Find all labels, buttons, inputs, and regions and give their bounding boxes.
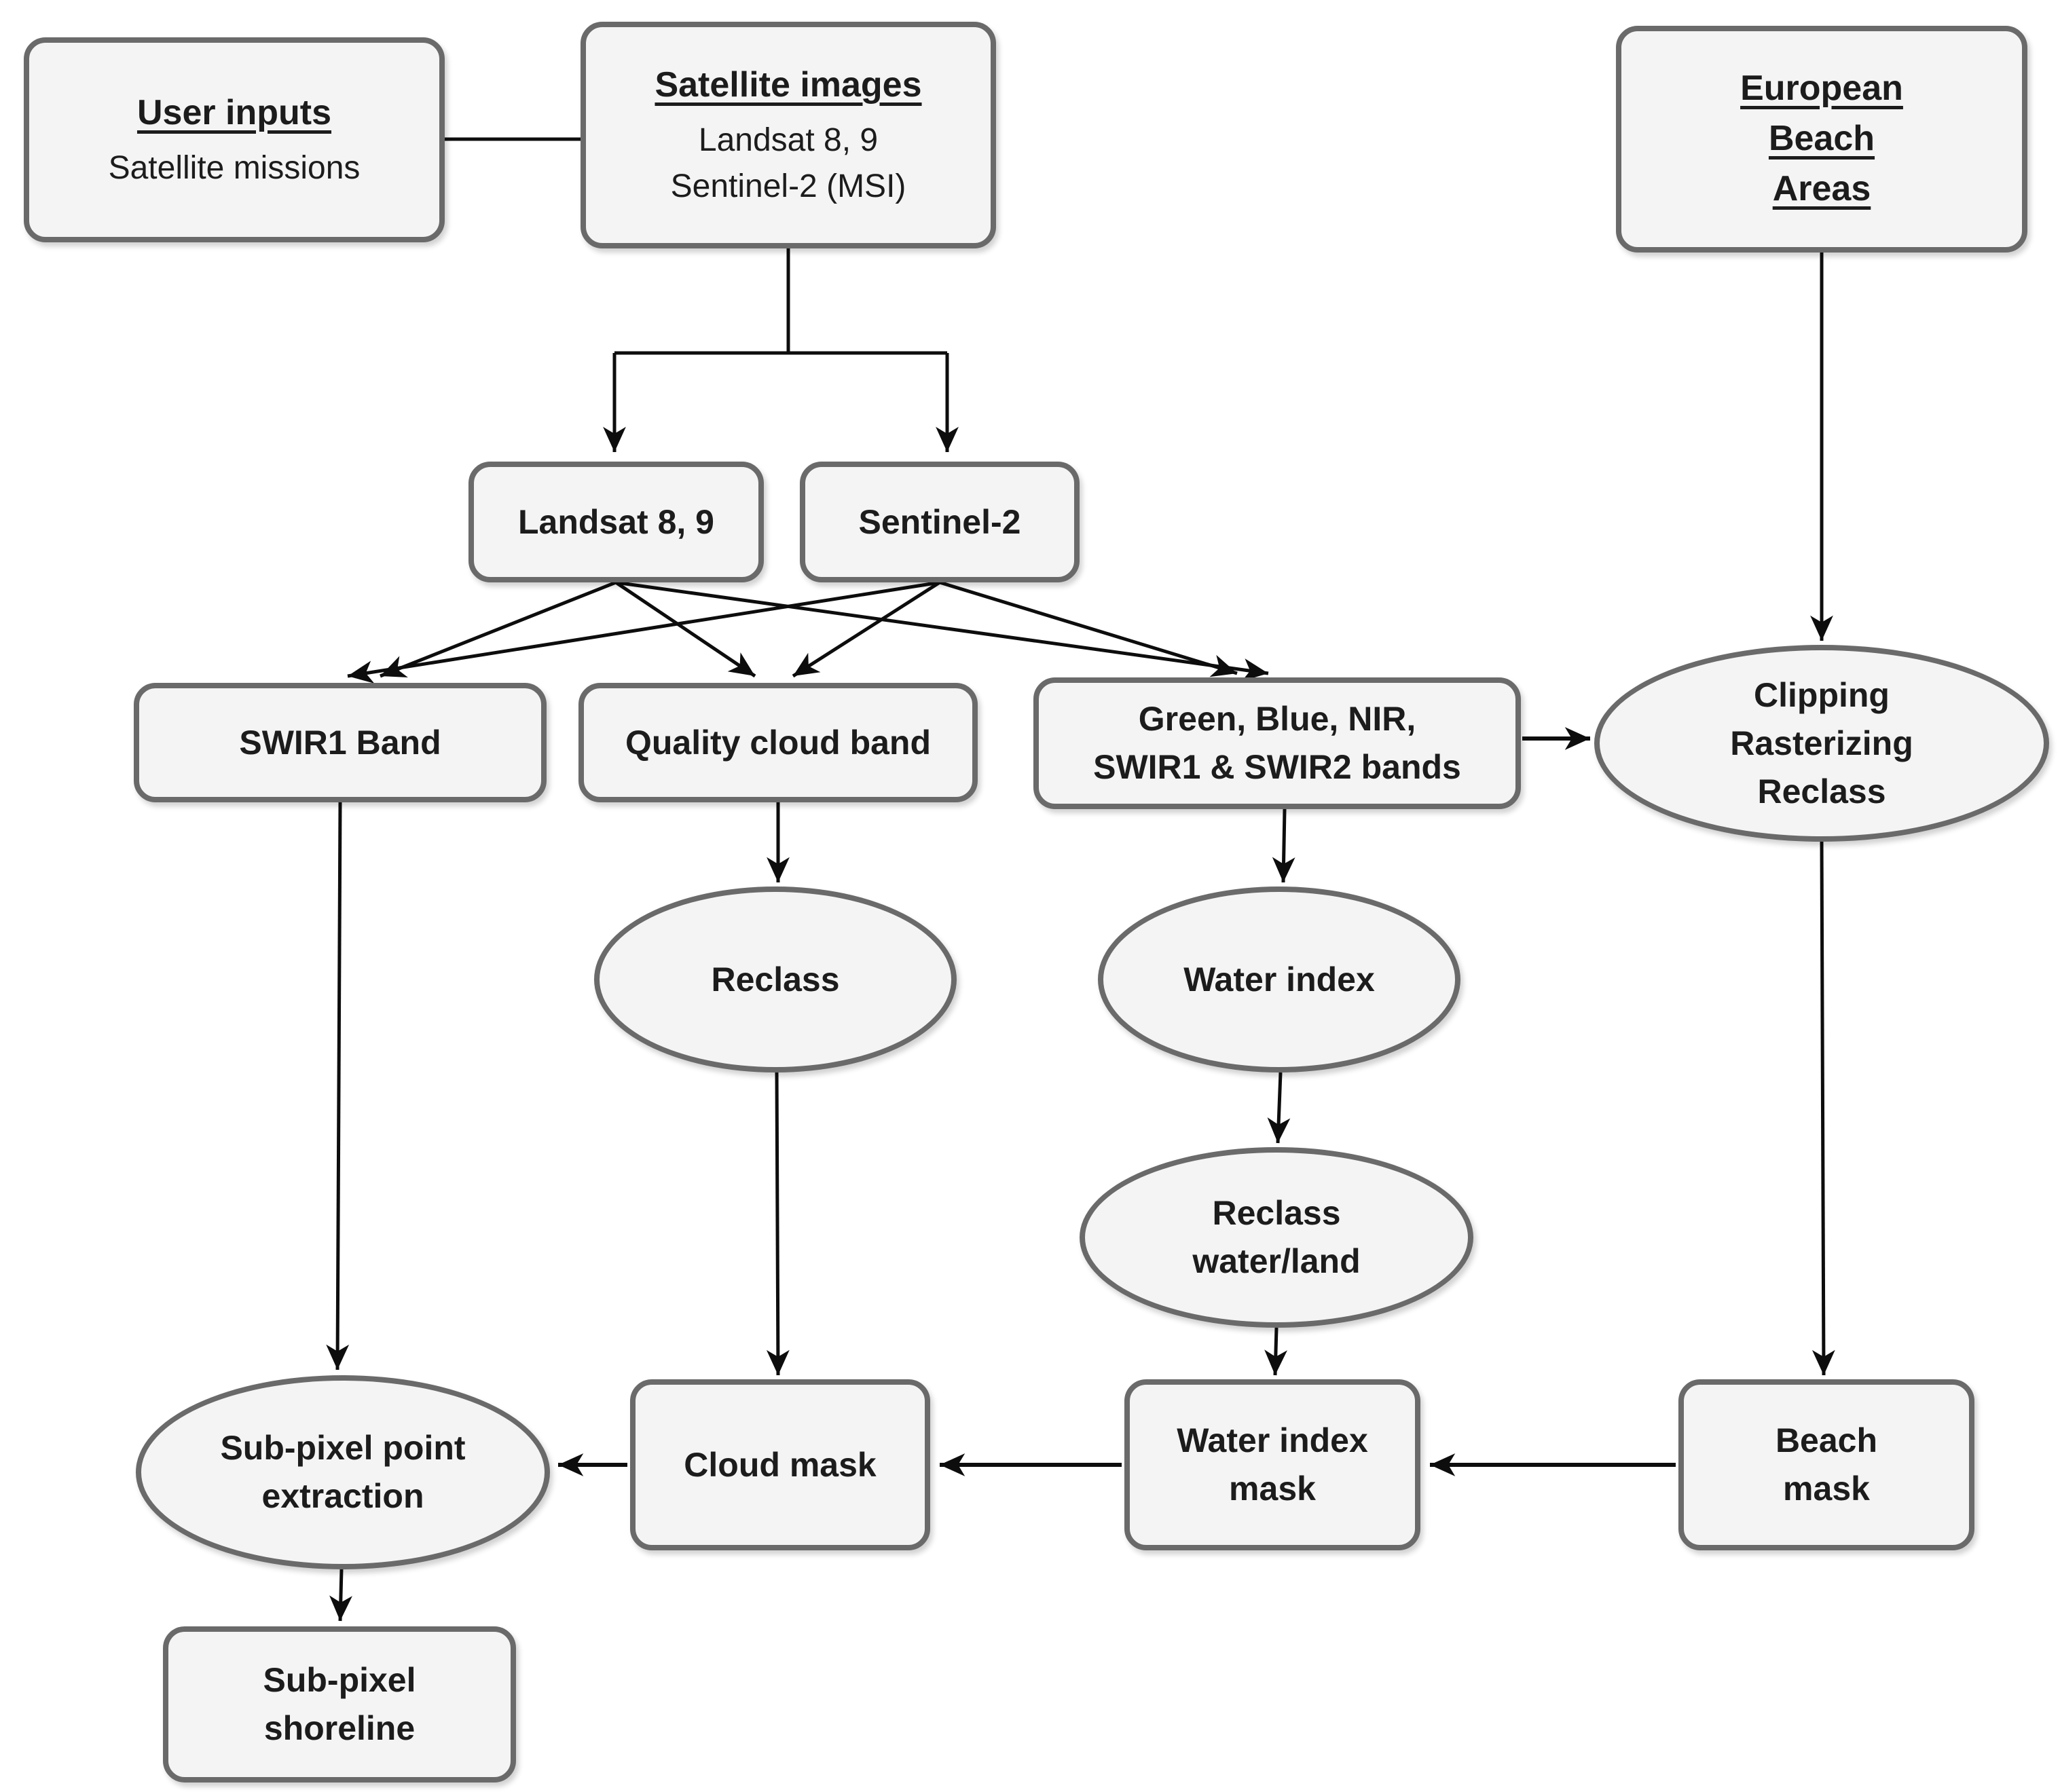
- node-clipping-line1: Clipping: [1754, 675, 1890, 714]
- node-cloud-mask: Cloud mask: [630, 1379, 930, 1550]
- node-satellite-images-title: Satellite images: [655, 64, 922, 105]
- edge-swir1-subpixel: [326, 802, 350, 1370]
- node-european-line1: European: [1740, 69, 1903, 109]
- node-water-index-mask: Water index mask: [1124, 1379, 1420, 1550]
- node-cloud-mask-label: Cloud mask: [684, 1445, 877, 1484]
- edge-landsat-green: [615, 580, 1269, 682]
- node-beach-mask-line1: Beach: [1775, 1421, 1878, 1459]
- node-water-index-label: Water index: [1183, 960, 1375, 998]
- node-subpixel-shoreline: Sub-pixel shoreline: [163, 1626, 516, 1782]
- node-clipping-line3: Reclass: [1757, 772, 1886, 810]
- edge-subpixel-shoreline: [329, 1569, 352, 1622]
- node-green-line2: SWIR1 & SWIR2 bands: [1093, 748, 1461, 786]
- node-water-index: Water index: [1098, 886, 1460, 1072]
- edge-sentinel-swir1: [347, 580, 940, 684]
- edge-sentinel-green: [939, 580, 1238, 677]
- node-swir1-label: SWIR1 Band: [239, 723, 441, 762]
- edge-reclasswl-wimask: [1264, 1327, 1287, 1376]
- node-user-inputs-line1: Satellite missions: [108, 149, 361, 186]
- edge-waterindex-reclasswl: [1267, 1072, 1291, 1144]
- edge-landsat-swir1: [380, 580, 617, 678]
- node-subpixel-point-line2: extraction: [261, 1477, 424, 1515]
- node-satellite-images: Satellite images Landsat 8, 9 Sentinel-2…: [581, 22, 996, 248]
- node-european-beach-areas: European Beach Areas: [1616, 26, 2027, 253]
- node-beach-mask-line2: mask: [1783, 1470, 1870, 1508]
- node-quality-cloud-band: Quality cloud band: [578, 683, 978, 802]
- node-landsat: Landsat 8, 9: [468, 462, 764, 582]
- node-beach-mask: Beach mask: [1678, 1379, 1974, 1550]
- node-clipping-line2: Rasterizing: [1730, 724, 1913, 762]
- edge-clipping-beachmask: [1811, 841, 1835, 1376]
- node-subpixel-shoreline-line1: Sub-pixel: [263, 1661, 416, 1699]
- node-satellite-images-line2: Sentinel-2 (MSI): [670, 168, 906, 204]
- node-reclass-label: Reclass: [711, 960, 840, 998]
- edge-green-waterindex: [1272, 808, 1295, 883]
- edge-landsat-quality: [614, 580, 756, 678]
- node-landsat-label: Landsat 8, 9: [518, 502, 714, 541]
- node-subpixel-point-extraction: Sub-pixel point extraction: [136, 1375, 550, 1569]
- edge-reclass-cloudmask: [766, 1072, 790, 1376]
- node-reclass-water-land: Reclass water/land: [1080, 1147, 1473, 1328]
- edge-sentinel-quality: [792, 580, 941, 678]
- node-wimask-line2: mask: [1229, 1470, 1316, 1508]
- node-subpixel-shoreline-line2: shoreline: [263, 1709, 416, 1747]
- node-european-line3: Areas: [1772, 168, 1871, 208]
- node-sentinel: Sentinel-2: [800, 462, 1080, 582]
- node-green-bands: Green, Blue, NIR, SWIR1 & SWIR2 bands: [1033, 677, 1521, 809]
- node-sentinel-label: Sentinel-2: [858, 502, 1021, 541]
- node-wimask-line1: Water index: [1177, 1421, 1368, 1459]
- node-reclass: Reclass: [594, 886, 957, 1072]
- node-subpixel-point-line1: Sub-pixel point: [220, 1429, 466, 1467]
- node-satellite-images-line1: Landsat 8, 9: [698, 122, 879, 158]
- node-user-inputs: User inputs Satellite missions: [24, 37, 445, 242]
- node-swir1-band: SWIR1 Band: [134, 683, 547, 802]
- node-european-line2: Beach: [1768, 119, 1875, 159]
- node-reclass-wl-line1: Reclass: [1212, 1194, 1341, 1232]
- node-clipping-rasterizing-reclass: Clipping Rasterizing Reclass: [1594, 645, 2049, 842]
- node-quality-label: Quality cloud band: [625, 723, 932, 762]
- node-user-inputs-title: User inputs: [136, 93, 332, 132]
- node-green-line1: Green, Blue, NIR,: [1138, 700, 1416, 738]
- node-reclass-wl-line2: water/land: [1192, 1242, 1361, 1280]
